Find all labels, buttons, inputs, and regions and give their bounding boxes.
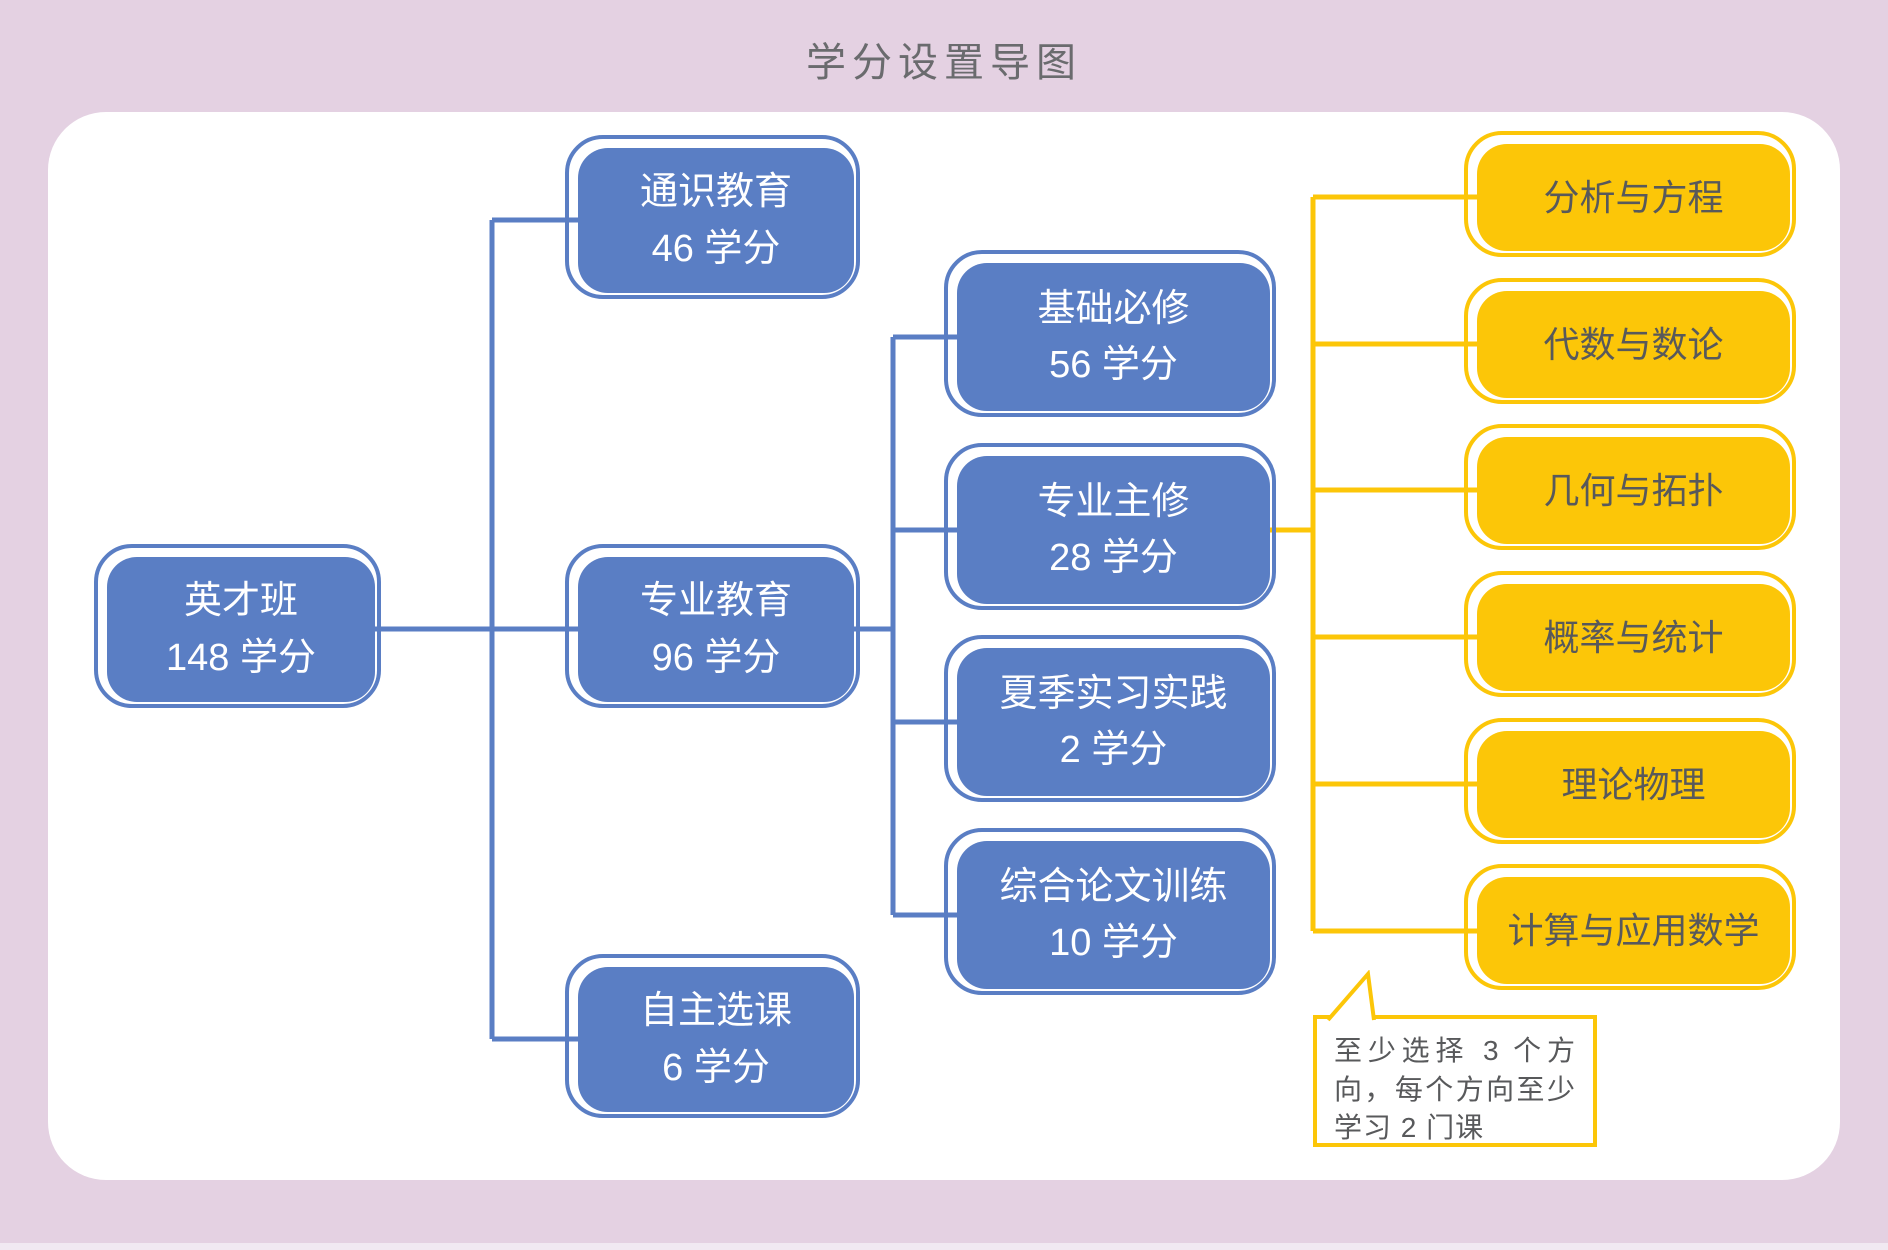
node-yingcaiban: 英才班 148 学分 <box>94 544 381 708</box>
node-credits: 148 学分 <box>166 636 316 679</box>
node-zhuanye-jiaoyu: 专业教育 96 学分 <box>565 544 860 708</box>
node-credits: 46 学分 <box>651 227 781 270</box>
node-title: 概率与统计 <box>1543 616 1724 658</box>
node-title: 通识教育 <box>639 171 792 214</box>
node-zizhu-xuanke: 自主选课 6 学分 <box>565 954 860 1118</box>
node-zonghe-lunwen: 综合论文训练 10 学分 <box>944 828 1276 995</box>
node-xiaji-shixi: 夏季实习实践 2 学分 <box>944 635 1276 802</box>
node-title: 自主选课 <box>639 990 792 1033</box>
node-title: 理论物理 <box>1561 763 1706 805</box>
node-credits: 6 学分 <box>662 1046 770 1089</box>
node-title: 综合论文训练 <box>999 865 1228 908</box>
node-credits: 10 学分 <box>1049 922 1178 964</box>
node-title: 基础必修 <box>1037 287 1190 330</box>
node-fenxi-fangcheng: 分析与方程 <box>1464 131 1796 257</box>
node-daishu-shulun: 代数与数论 <box>1464 278 1796 404</box>
node-credits: 56 学分 <box>1049 344 1178 386</box>
node-gailv-tongji: 概率与统计 <box>1464 571 1796 697</box>
node-credits: 28 学分 <box>1049 537 1178 579</box>
node-jihe-tuopu: 几何与拓扑 <box>1464 424 1796 550</box>
node-title: 英才班 <box>183 580 298 623</box>
node-title: 分析与方程 <box>1543 176 1724 218</box>
node-jisuan-yingyong: 计算与应用数学 <box>1464 864 1796 990</box>
node-jichu-bixiu: 基础必修 56 学分 <box>944 250 1276 417</box>
node-zhuanye-zhuxiu: 专业主修 28 学分 <box>944 443 1276 610</box>
diagram-title: 学分设置导图 <box>806 41 1082 85</box>
node-tongshi-jiaoyu: 通识教育 46 学分 <box>565 135 860 299</box>
node-title: 代数与数论 <box>1543 323 1724 365</box>
callout-text: 至少选择 3 个方向，每个方向至少学习 2 门课 <box>1334 1035 1576 1144</box>
node-lilun-wuli: 理论物理 <box>1464 718 1796 844</box>
node-credits: 2 学分 <box>1059 729 1168 771</box>
node-title: 计算与应用数学 <box>1507 909 1760 951</box>
node-title: 几何与拓扑 <box>1543 469 1724 511</box>
node-title: 专业主修 <box>1037 480 1190 523</box>
direction-requirement-callout: 至少选择 3 个方向，每个方向至少学习 2 门课 <box>1313 1015 1597 1147</box>
node-title: 专业教育 <box>639 580 792 623</box>
node-credits: 96 学分 <box>651 636 781 679</box>
bottom-edge-strip <box>0 1243 1888 1250</box>
node-title: 夏季实习实践 <box>999 672 1228 715</box>
callout-tail <box>1326 970 1376 1022</box>
